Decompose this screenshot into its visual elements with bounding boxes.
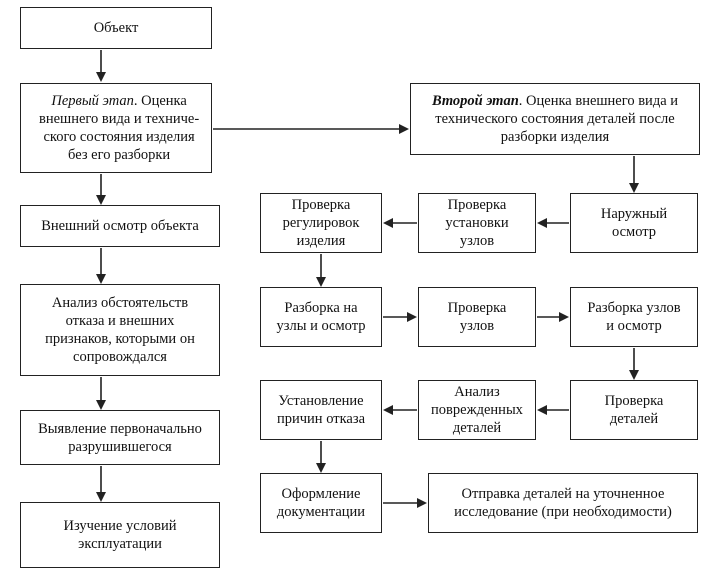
stage2-emph: Второй этап [431,93,519,109]
stage1-emph: Первый этап [51,93,134,109]
stage2-text: . Оценка внешнего вида и технического со… [435,93,679,145]
cause-finding-label: Установление причин отказа [276,393,366,427]
disassembly-units-label: Разборка на узлы и осмотр [276,300,366,334]
check-adjust-label: Проверка регулировок изделия [282,197,360,249]
arrow-adjust-to-disassembly [316,254,326,287]
check-install-box: Проверка установки узлов [418,193,536,253]
external-inspection-box: Внешний осмотр объекта [20,205,220,247]
arrow-documentation-to-send [383,498,427,508]
arrow-object-to-stage1 [96,50,106,82]
arrow-stage2-to-outer [629,156,639,193]
cause-finding-box: Установление причин отказа [260,380,382,440]
disassembly-parts-label: Разборка узлов и осмотр [587,300,681,334]
check-units-label: Проверка узлов [447,300,507,334]
stage1-box: Первый этап. Оценка внешнего вида и техн… [20,83,212,173]
object-label: Объект [93,20,139,36]
check-install-label: Проверка установки узлов [445,197,509,249]
arrow-stage1-to-external [96,174,106,205]
arrow-checkunits-to-disassemblyparts [537,312,569,322]
arrow-firstfailed-to-conditions [96,466,106,502]
failure-analysis-label: Анализ обстоятельств отказа и внешних пр… [45,295,195,365]
first-failed-box: Выявление первоначально разрушившегося [20,410,220,465]
disassembly-parts-box: Разборка узлов и осмотр [570,287,698,347]
arrow-install-to-adjust [383,218,417,228]
arrow-external-to-analysis [96,248,106,284]
first-failed-label: Выявление первоначально разрушившегося [38,420,202,455]
arrow-stage1-to-stage2 [213,124,409,134]
check-adjust-box: Проверка регулировок изделия [260,193,382,253]
external-inspection-label: Внешний осмотр объекта [41,218,199,234]
arrow-analysis-to-firstfailed [96,377,106,410]
object-box: Объект [20,7,212,49]
outer-inspection-label: Наружный осмотр [600,206,668,240]
send-parts-box: Отправка деталей на уточненное исследова… [428,473,698,533]
arrow-checkparts-to-damaged [537,405,569,415]
documentation-box: Оформление документации [260,473,382,533]
disassembly-units-box: Разборка на узлы и осмотр [260,287,382,347]
stage2-box: Второй этап. Оценка внешнего вида и техн… [410,83,700,155]
stage1-text: . Оценка внешнего вида и техниче- ского … [39,93,200,163]
arrow-disassembly-to-checkunits [383,312,417,322]
documentation-label: Оформление документации [276,486,366,520]
arrow-cause-to-documentation [316,441,326,473]
check-units-box: Проверка узлов [418,287,536,347]
failure-analysis-box: Анализ обстоятельств отказа и внешних пр… [20,284,220,376]
stage1-label: Первый этап. Оценка внешнего вида и техн… [39,92,199,164]
damaged-analysis-box: Анализ поврежденных деталей [418,380,536,440]
operating-conditions-box: Изучение условий эксплуатации [20,502,220,568]
arrow-disassemblyparts-to-checkparts [629,348,639,380]
operating-conditions-label: Изучение условий эксплуатации [63,518,177,552]
damaged-analysis-label: Анализ поврежденных деталей [431,384,523,436]
arrow-damaged-to-cause [383,405,417,415]
send-parts-label: Отправка деталей на уточненное исследова… [454,486,672,520]
arrow-outer-to-install [537,218,569,228]
check-parts-label: Проверка деталей [604,393,664,427]
check-parts-box: Проверка деталей [570,380,698,440]
outer-inspection-box: Наружный осмотр [570,193,698,253]
stage2-label: Второй этап. Оценка внешнего вида и техн… [432,92,678,146]
